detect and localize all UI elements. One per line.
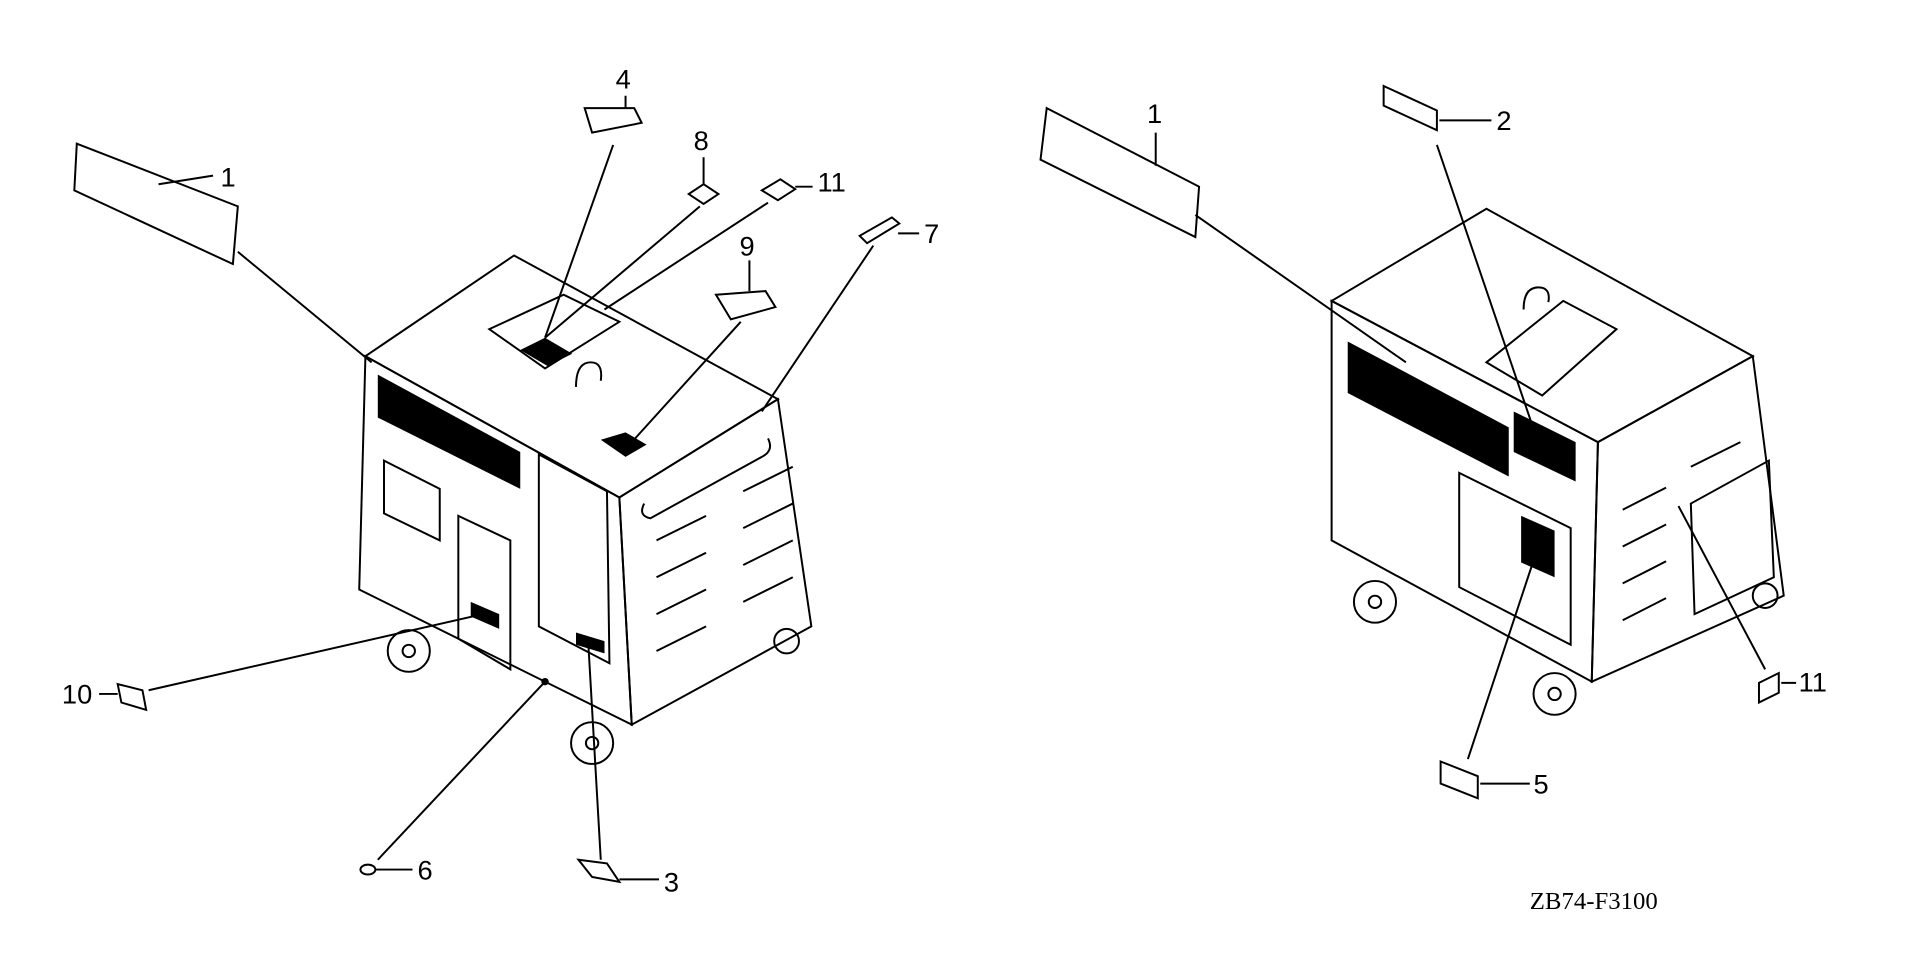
- generator-left-view: [358, 254, 813, 765]
- side-vents: [656, 465, 794, 652]
- callout-number: 8: [694, 125, 709, 156]
- callout-right-5[interactable]: 5: [1439, 533, 1549, 800]
- callout-left-4[interactable]: 4: [544, 64, 644, 339]
- diagram-code: ZB74-F3100: [1530, 888, 1658, 915]
- callout-number: 11: [818, 167, 846, 198]
- callout-left-3[interactable]: 3: [576, 644, 679, 898]
- callout-left-10[interactable]: 10: [62, 613, 484, 712]
- callout-number: 10: [62, 679, 92, 710]
- callout-number: 1: [1147, 98, 1162, 129]
- callout-number: 9: [740, 231, 755, 262]
- callout-left-11[interactable]: 11: [603, 167, 846, 311]
- callout-right-2[interactable]: 2: [1382, 84, 1544, 455]
- callout-number: 6: [417, 855, 432, 886]
- callout-right-1[interactable]: 1: [1039, 98, 1407, 364]
- callout-left-8[interactable]: 8: [544, 125, 721, 339]
- callout-left-7[interactable]: 7: [760, 216, 939, 412]
- callout-number: 5: [1534, 769, 1549, 800]
- generator-right-view: [1329, 207, 1785, 716]
- callout-number: 3: [664, 867, 679, 898]
- callout-number: 2: [1496, 105, 1511, 136]
- callout-number: 1: [220, 162, 235, 193]
- callout-right-11[interactable]: 11: [1677, 505, 1827, 705]
- callout-left-9[interactable]: 9: [631, 231, 777, 443]
- handle: [641, 438, 772, 520]
- callout-number: 7: [924, 218, 939, 249]
- callout-number: 11: [1799, 667, 1827, 698]
- callout-left-1[interactable]: 1: [73, 142, 373, 364]
- callout-left-6[interactable]: 6: [359, 680, 546, 886]
- callout-number: 4: [616, 64, 631, 95]
